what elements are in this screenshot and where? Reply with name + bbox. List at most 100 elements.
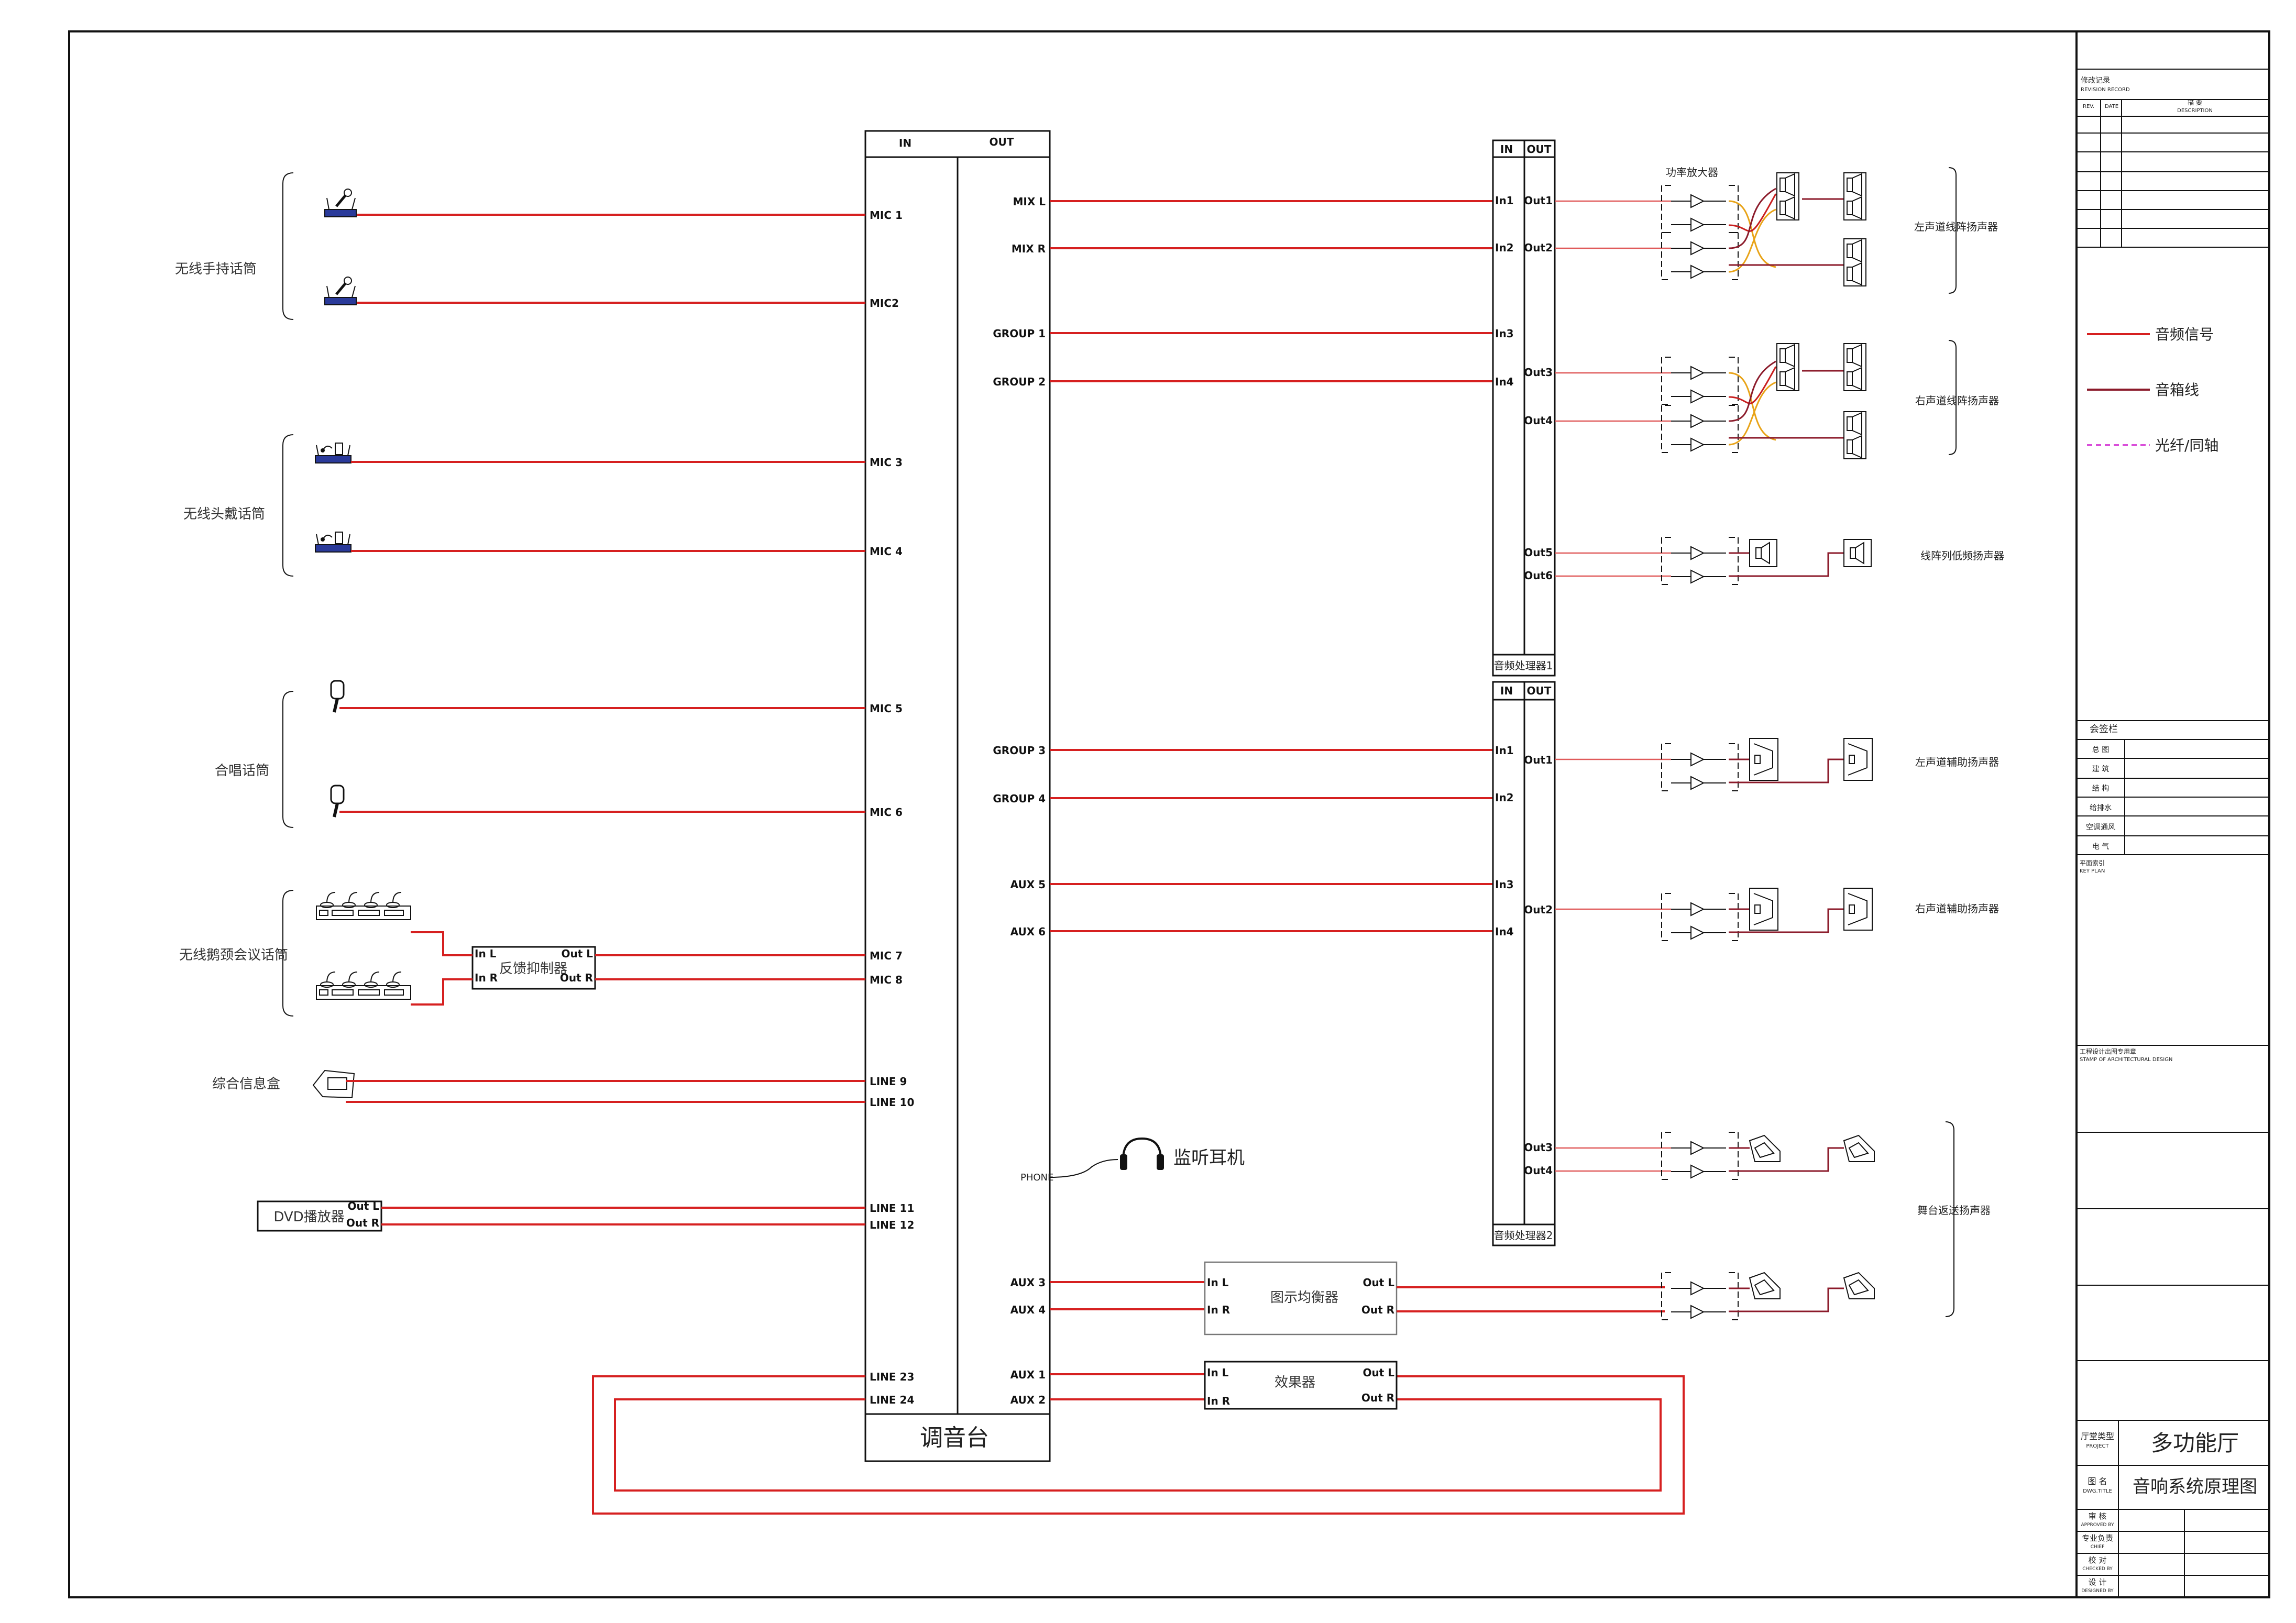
drawing-frame — [68, 30, 2270, 1598]
fx-out-r: Out R — [1361, 1392, 1394, 1404]
conference-mic-label: 无线鹅颈会议话筒 — [179, 947, 288, 963]
amp-2 — [1661, 232, 1739, 280]
speakers — [1749, 172, 1875, 1299]
processor1-output-5: Out5 — [1524, 546, 1553, 559]
input-signal-wires — [339, 214, 1685, 1515]
aux-speaker-l1 — [1749, 738, 1778, 781]
sign-row-4: 给排水 — [2090, 804, 2112, 812]
mixer-in-label: IN — [899, 137, 911, 149]
amp-5 — [1661, 537, 1739, 585]
sign-row-3: 结 构 — [2092, 785, 2109, 793]
approval-label-3: 校 对 — [2089, 1555, 2107, 1565]
processor2-input-2: In2 — [1495, 791, 1514, 804]
approval-label-2: 专业负责 — [2082, 1533, 2113, 1543]
rev-col: REV. — [2083, 104, 2094, 109]
processor1-output-4: Out4 — [1524, 414, 1553, 427]
subwoofer-2 — [1843, 539, 1872, 567]
conference-mic-2-icon — [316, 971, 411, 1000]
feedback-suppressor-label: 反馈抑制器 — [499, 961, 567, 977]
processor2-input-4: In4 — [1495, 925, 1514, 938]
line-array-speaker-r2 — [1843, 343, 1866, 391]
sign-row-6: 电 气 — [2092, 843, 2109, 851]
line-array-speaker-r1 — [1776, 343, 1799, 391]
processor2-input-3: In3 — [1495, 878, 1514, 891]
feedback-in-r: In R — [475, 971, 498, 984]
drawing-title-label-en: DWG.TITLE — [2083, 1488, 2112, 1494]
phone-label: PHONE — [1020, 1172, 1053, 1183]
mixer-input-7: MIC 7 — [870, 949, 903, 962]
monitor-headphones: PHONE 监听耳机 — [1020, 1137, 1245, 1183]
headset-mic-label: 无线头戴话筒 — [183, 506, 265, 522]
headphones-label: 监听耳机 — [1173, 1147, 1245, 1168]
processor2-output-2: Out2 — [1524, 903, 1553, 916]
processor2-output-4: Out4 — [1524, 1164, 1553, 1177]
mixer-output-5: GROUP 3 — [993, 744, 1046, 757]
mixer-input-6: MIC 6 — [870, 806, 903, 819]
legend-label-2: 音箱线 — [2155, 381, 2199, 399]
graphic-equalizer: 图示均衡器 In L In R Out L Out R — [1204, 1261, 1398, 1335]
dvd-player-label: DVD播放器 — [273, 1209, 344, 1225]
subwoofer-1 — [1749, 539, 1777, 567]
approval-label-en-3: CHECKED BY — [2082, 1566, 2113, 1572]
drawing-title-label: 图 名 — [2088, 1476, 2107, 1486]
effects-unit: 效果器 In L In R Out L Out R — [1204, 1361, 1398, 1410]
mixer-input-3: MIC 3 — [870, 456, 903, 469]
key-plan-label: 平面索引 — [2080, 859, 2105, 867]
fx-in-r: In R — [1207, 1395, 1230, 1407]
processor1-output-1: Out1 — [1524, 194, 1553, 207]
eq-in-l: In L — [1207, 1276, 1229, 1289]
project-name: 多功能厅 — [2151, 1430, 2239, 1456]
processor1-in: IN — [1500, 143, 1513, 156]
approval-label-1: 审 核 — [2089, 1511, 2107, 1521]
project-label-en: PROJECT — [2086, 1443, 2109, 1449]
aux-speaker-l2 — [1843, 738, 1873, 781]
fx-in-l: In L — [1207, 1366, 1229, 1379]
stamp-label-en: STAMP OF ARCHITECTURAL DESIGN — [2080, 1057, 2172, 1063]
speaker-wires — [1728, 187, 1844, 1312]
key-plan-label-en: KEY PLAN — [2080, 868, 2105, 874]
amplifier-label: 功率放大器 — [1666, 166, 1718, 179]
amp-6 — [1661, 743, 1739, 791]
processor1-output-3: Out3 — [1524, 366, 1553, 379]
feedback-out-l: Out L — [561, 947, 593, 960]
project-label: 厅堂类型 — [2081, 1431, 2114, 1441]
processor1-input-1: In1 — [1495, 194, 1514, 207]
line-array-speaker-l3 — [1843, 238, 1866, 286]
drawing-title: 音响系统原理图 — [2133, 1476, 2257, 1497]
stage-monitor-4 — [1843, 1272, 1875, 1299]
amp-1 — [1661, 185, 1739, 233]
legend-label-3: 光纤/同轴 — [2155, 437, 2218, 454]
revision-title-en: REVISION RECORD — [2081, 87, 2130, 93]
revision-title: 修改记录 — [2081, 76, 2110, 85]
audio-processor-2: IN OUT 音频处理器2 — [1492, 681, 1556, 1246]
processor2-in: IN — [1500, 684, 1513, 697]
right-line-array-label: 右声道线阵扬声器 — [1915, 394, 1999, 407]
eq-label: 图示均衡器 — [1270, 1290, 1338, 1306]
processor2-output-3: Out3 — [1524, 1141, 1553, 1154]
processor1-out: OUT — [1527, 143, 1552, 156]
stage-monitor-3 — [1749, 1272, 1781, 1299]
legend-item-1: 音频信号 — [2087, 326, 2214, 343]
fx-label: 效果器 — [1275, 1375, 1315, 1390]
handheld-mic-2-icon — [325, 277, 356, 305]
sign-row-1: 总 图 — [2092, 746, 2109, 754]
sign-row-5: 空调通风 — [2086, 823, 2115, 832]
choir-mic-label: 合唱话筒 — [215, 763, 269, 779]
eq-out-l: Out L — [1363, 1276, 1394, 1289]
amplifier-blocks — [1661, 185, 1739, 1320]
desc-col-en: DESCRIPTION — [2177, 108, 2213, 114]
processor1-input-3: In3 — [1495, 327, 1514, 340]
amp-4 — [1661, 405, 1739, 453]
output-signal-wires — [1050, 200, 1493, 1400]
feedback-out-r: Out R — [560, 971, 593, 984]
processor1-input-4: In4 — [1495, 376, 1514, 388]
mixer-output-6: GROUP 4 — [993, 792, 1046, 805]
mixer-output-9: AUX 3 — [1010, 1276, 1046, 1289]
speaker-labels: 左声道线阵扬声器 右声道线阵扬声器 线阵列低频扬声器 左声道辅助扬声器 右声道辅… — [1914, 220, 2004, 1217]
